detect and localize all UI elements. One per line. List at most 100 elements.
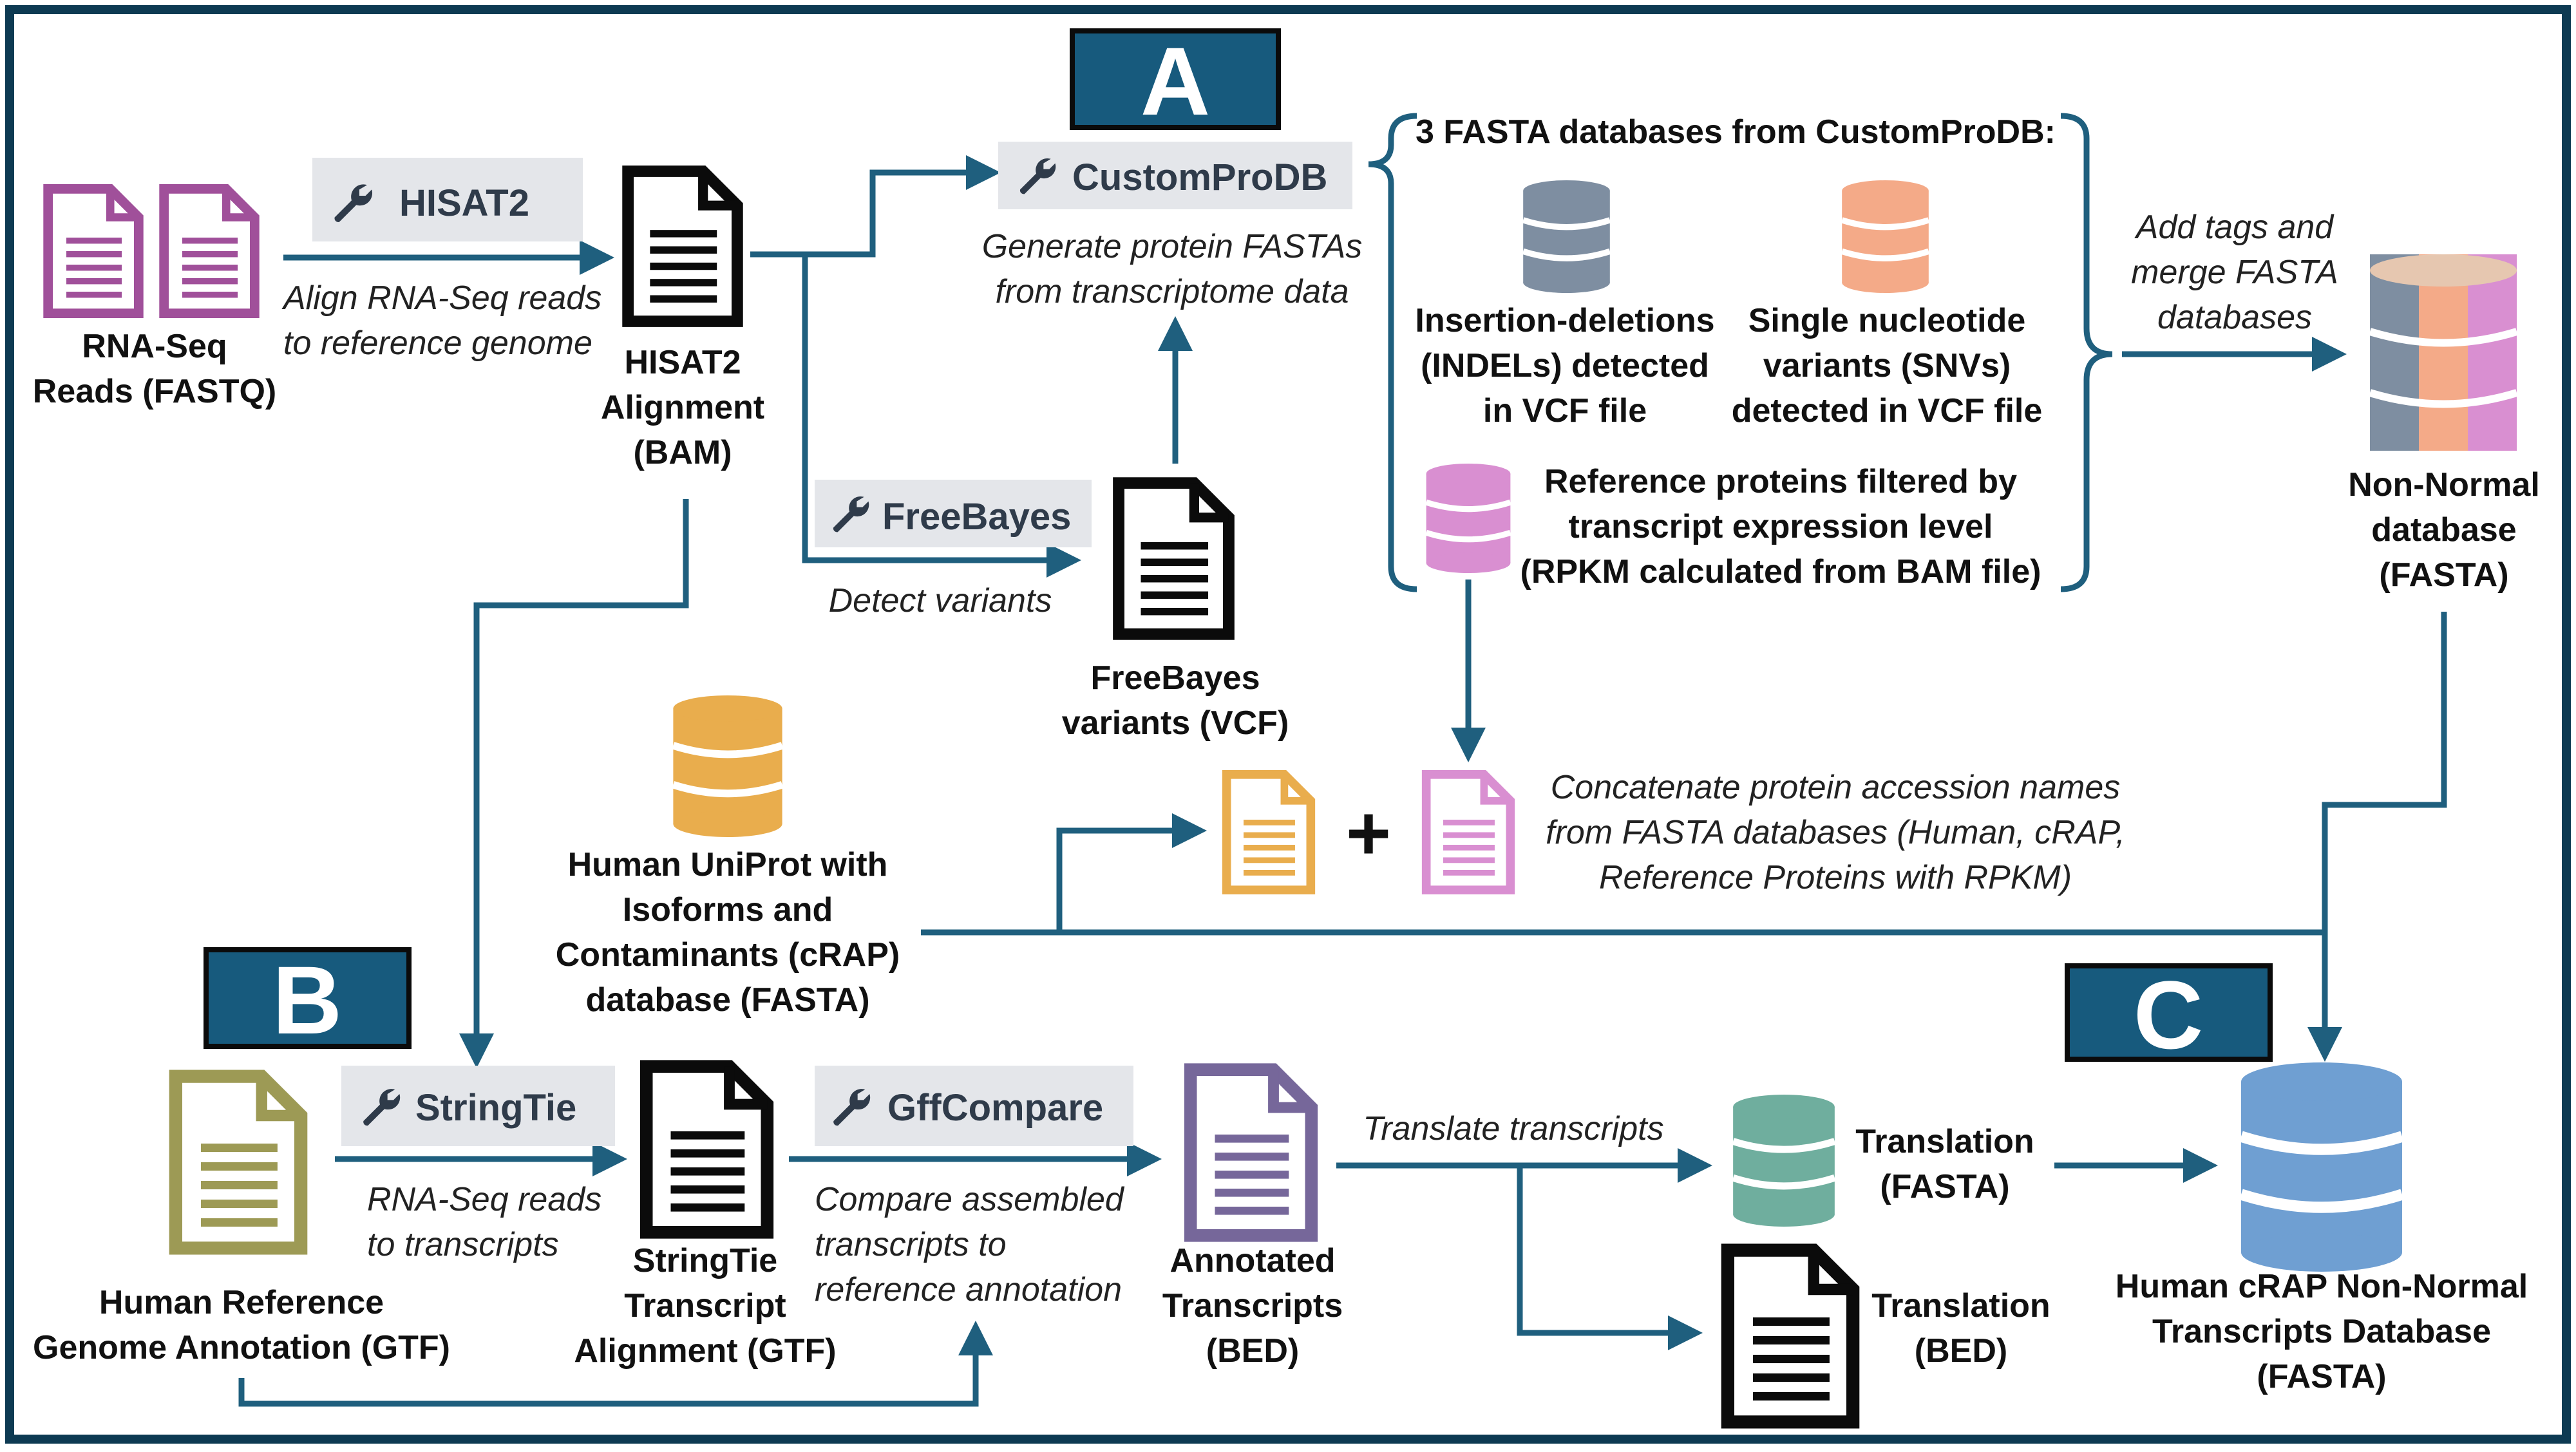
compare-annotation-line: transcripts to [815, 1226, 1007, 1263]
concatenate-annotation-line: from FASTA databases (Human, cRAP, [1546, 814, 2125, 851]
uniprot-database-icon [673, 695, 782, 837]
nonnormal-label-line: (FASTA) [2379, 556, 2508, 594]
detect-annotation-line: Detect variants [829, 582, 1052, 619]
snvs-database-icon [1842, 180, 1929, 293]
rnaseq-transcripts-annotation-line: to transcripts [367, 1226, 559, 1263]
fasta-databases-header: 3 FASTA databases from CustomProDB: [1416, 113, 2056, 151]
section-b-label: B [204, 946, 412, 1054]
tool-customprodb-label: CustomProDB [1072, 156, 1327, 198]
arrow-bam-to-customprodb [750, 155, 1001, 258]
rnaseq-doc-icon-2 [164, 189, 255, 313]
concatenate-annotation: Concatenate protein accession names from … [1546, 769, 2125, 896]
freebayes-variants-label: FreeBayes variants (VCF) [1062, 659, 1289, 742]
hisat2-alignment-label-line: Alignment [601, 389, 764, 426]
hisat2-alignment-label-line: (BAM) [633, 434, 732, 471]
arrow-bam-to-freebayes [802, 254, 1081, 578]
indels-label: Insertion-deletions (INDELs) detected in V… [1415, 302, 1714, 429]
section-a-label: A [1070, 27, 1281, 135]
outer-frame [5, 5, 2571, 1444]
uniprot-label-line: database (FASTA) [585, 981, 869, 1019]
align-annotation-line: to reference genome [283, 325, 592, 362]
indels-label-line: Insertion-deletions [1415, 302, 1714, 339]
reference-annotation-label-line: Human Reference [99, 1284, 384, 1321]
uniprot-label-line: Isoforms and [623, 891, 833, 929]
reference-annotation-doc-icon [176, 1077, 301, 1249]
generate-annotation-line: Generate protein FASTAs [982, 228, 1363, 265]
annotated-transcripts-label-line: Annotated [1170, 1242, 1335, 1279]
connectors [238, 155, 2447, 1407]
compare-annotation-line: Compare assembled [815, 1181, 1125, 1218]
uniprot-label-line: Contaminants (cRAP) [556, 936, 900, 974]
align-annotation-line: Align RNA-Seq reads [281, 279, 601, 317]
reference-proteins-label-line: transcript expression level [1569, 508, 1993, 545]
compare-annotation-line: reference annotation [815, 1271, 1122, 1308]
tool-customprodb[interactable]: CustomProDB [998, 142, 1352, 209]
tool-hisat2-label: HISAT2 [399, 182, 529, 224]
reference-proteins-doc-icon [1426, 775, 1511, 890]
translation-fasta-label-line: (FASTA) [1880, 1168, 2009, 1205]
stringtie-alignment-label-line: StringTie [633, 1242, 777, 1279]
tool-gffcompare[interactable]: GffCompare [815, 1066, 1133, 1146]
arrow-bam-to-stringtie [459, 499, 689, 1068]
plus-sign: + [1346, 790, 1391, 876]
tool-freebayes[interactable]: FreeBayes [815, 480, 1092, 547]
rnaseq-transcripts-annotation-line: RNA-Seq reads [367, 1181, 601, 1218]
annotated-bed-doc-icon [1191, 1070, 1312, 1236]
rnaseq-label-line: Reads (FASTQ) [33, 373, 277, 410]
freebayes-variants-label-line: variants (VCF) [1062, 704, 1289, 742]
indels-label-line: in VCF file [1483, 392, 1647, 429]
tool-stringtie-label: StringTie [415, 1087, 576, 1129]
final-database-icon [2241, 1062, 2402, 1272]
section-b-text: B [272, 946, 342, 1054]
tool-hisat2[interactable]: HISAT2 [312, 158, 583, 241]
hisat2-alignment-label-line: HISAT2 [624, 344, 741, 381]
tool-freebayes-label: FreeBayes [882, 496, 1071, 538]
generate-annotation: Generate protein FASTAs from transcriptom… [982, 228, 1363, 310]
translate-annotation: Translate transcripts [1363, 1110, 1663, 1147]
translation-bed-doc-icon [1728, 1250, 1853, 1422]
merge-annotation-line: Add tags and [2134, 209, 2335, 246]
stringtie-alignment-label-line: Transcript [624, 1287, 786, 1325]
translation-bed-label: Translation(BED) [1871, 1287, 2050, 1370]
reference-proteins-database-icon [1426, 464, 1511, 573]
arrow-annotation-to-gffcompare [238, 1321, 993, 1407]
indels-label-line: (INDELs) detected [1421, 347, 1709, 384]
annotated-transcripts-label-line: (BED) [1206, 1332, 1299, 1370]
tool-stringtie[interactable]: StringTie [341, 1066, 615, 1146]
snvs-label-line: detected in VCF file [1732, 392, 2043, 429]
stringtie-alignment-label-line: Alignment (GTF) [574, 1332, 836, 1370]
reference-annotation-label-line: Genome Annotation (GTF) [33, 1329, 450, 1366]
rnaseq-doc-icon-1 [48, 189, 139, 313]
nonnormal-database-icon [2369, 254, 2518, 451]
freebayes-vcf-doc-icon [1119, 483, 1229, 634]
concatenate-annotation-line: Concatenate protein accession names [1551, 769, 2121, 806]
brace-left [1368, 113, 1417, 592]
generate-annotation-line: from transcriptome data [995, 273, 1349, 310]
fasta-databases-header-line: 3 FASTA databases from CustomProDB: [1416, 113, 2056, 151]
final-database-label-line: Transcripts Database [2152, 1313, 2491, 1350]
arrow-nonnormal-to-final [2307, 612, 2447, 1062]
section-c-text: C [2134, 961, 2203, 1069]
freebayes-variants-label-line: FreeBayes [1090, 659, 1260, 697]
arrow-bed-to-translation-bed [1517, 1165, 1703, 1350]
translation-fasta-label: Translation(FASTA) [1855, 1123, 2034, 1205]
annotated-transcripts-label-line: Transcripts [1162, 1287, 1343, 1325]
translate-annotation-line: Translate transcripts [1363, 1110, 1663, 1147]
compare-annotation: Compare assembled transcripts to reference… [815, 1181, 1125, 1308]
stringtie-gtf-doc-icon [647, 1066, 768, 1232]
reference-proteins-label-line: (RPKM calculated from BAM file) [1520, 553, 2041, 590]
section-a-text: A [1141, 27, 1210, 135]
final-database-label-line: (FASTA) [2257, 1358, 2386, 1395]
align-annotation: Align RNA-Seq reads to reference genome [281, 279, 601, 362]
